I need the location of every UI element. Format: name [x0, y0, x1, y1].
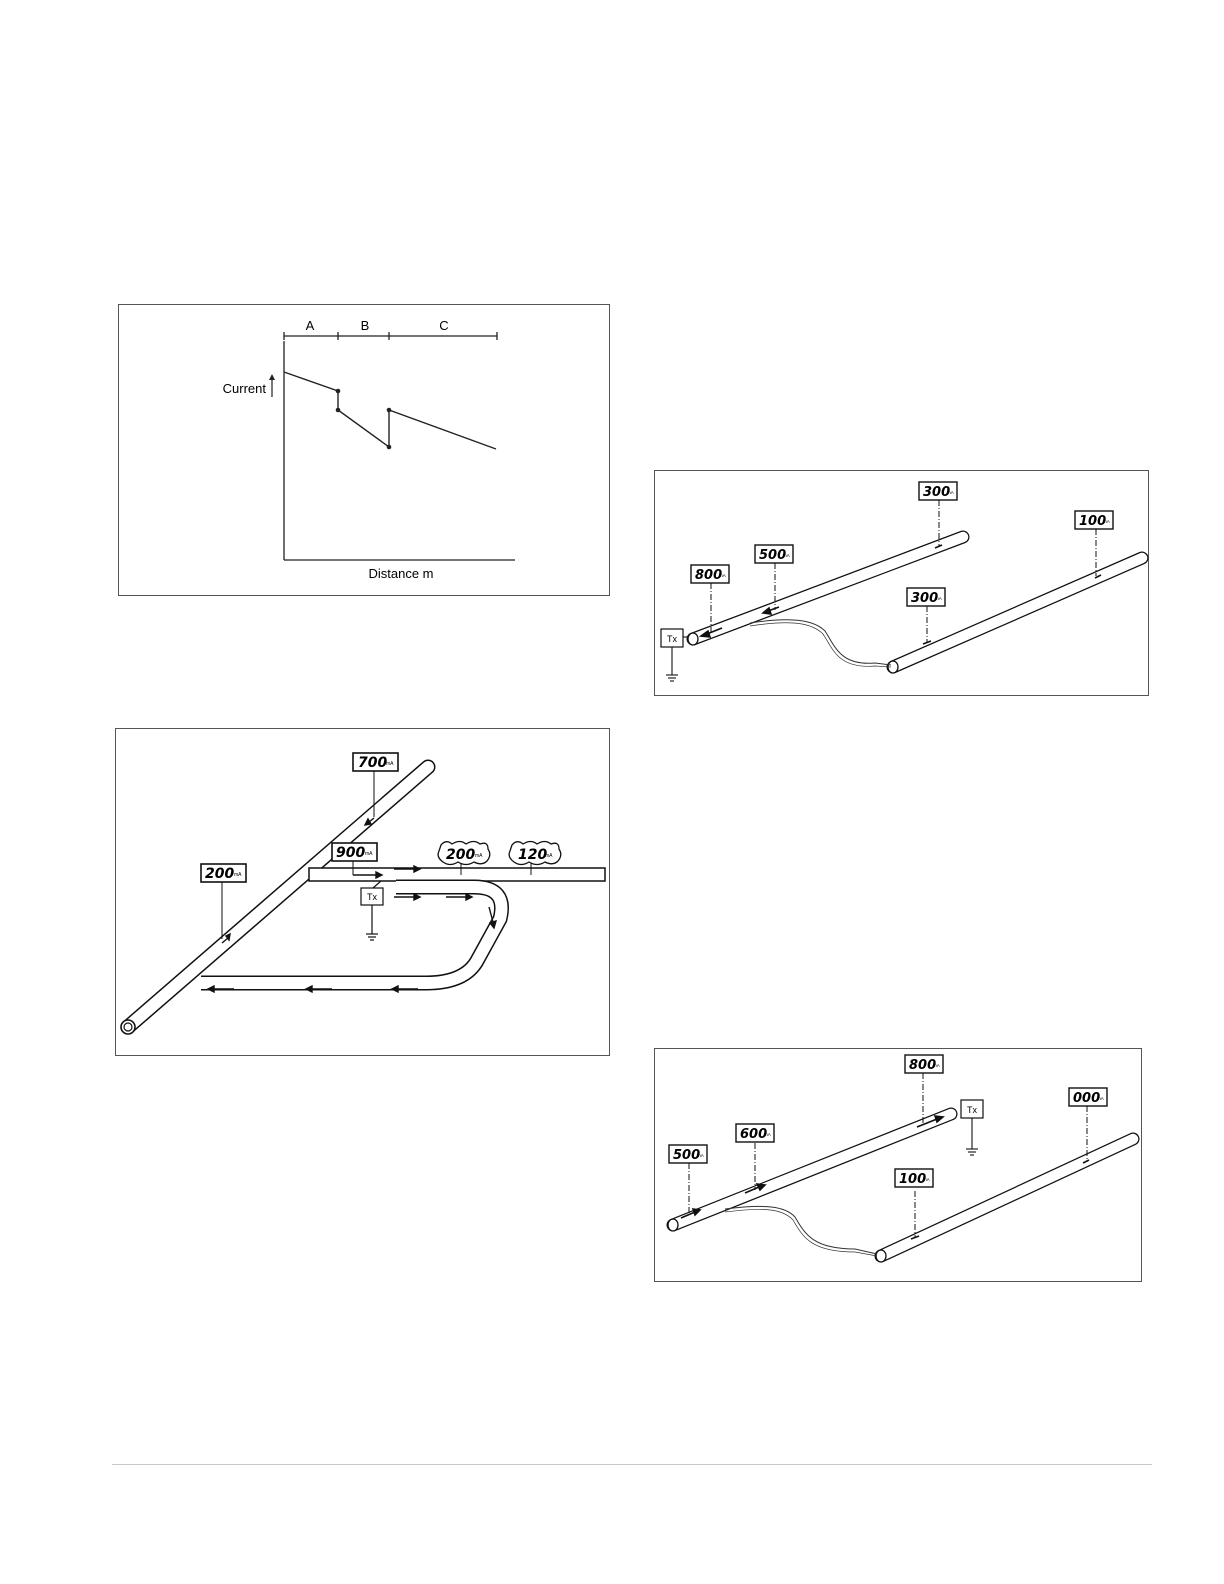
meter-display: 500 mA: [755, 545, 793, 563]
pipe-end: [876, 1250, 886, 1262]
meter-unit: mA: [475, 853, 483, 859]
meter-display: 200 mA: [201, 864, 246, 882]
meter-unit: mA: [234, 872, 242, 878]
meter-unit: mA: [545, 853, 553, 859]
meter-unit: mA: [947, 490, 954, 495]
meter-unit: mA: [719, 573, 726, 578]
meter-value: 200: [446, 847, 475, 863]
footer-rule: [112, 1464, 1152, 1465]
meter-display: 800 mA: [905, 1055, 943, 1073]
meter-display: 900 mA: [332, 843, 377, 861]
current-distance-figure: A B C Current Distance m: [118, 304, 610, 596]
meter-display: 600 mA: [736, 1124, 774, 1142]
meter-value: 900: [336, 845, 365, 861]
meter-display: 300 mA: [907, 588, 945, 606]
meter-value: 120: [518, 847, 547, 863]
branch-pipe-figure: Tx 700 mA 200 mA 900 mA: [115, 728, 610, 1056]
branch-pipe-diagram: Tx 700 mA 200 mA 900 mA: [116, 729, 611, 1057]
meter-unit: mA: [1103, 519, 1110, 524]
x-axis-label: Distance m: [368, 566, 433, 581]
tx-label: Tx: [967, 1105, 977, 1115]
meter-unit: mA: [1097, 1096, 1104, 1101]
meter-display: 500 mA: [669, 1145, 707, 1163]
y-axis-label: Current: [223, 381, 267, 396]
current-distance-graph: A B C Current Distance m: [119, 305, 611, 597]
meter-value: 200: [205, 866, 234, 882]
tx-label: Tx: [667, 634, 677, 644]
meter-unit: mA: [923, 1177, 930, 1182]
meter-unit: mA: [386, 761, 394, 767]
meter-unit: mA: [933, 1063, 940, 1068]
segment-label-c: C: [439, 318, 448, 333]
meter-unit: mA: [365, 851, 373, 857]
meter-display: 100 mA: [895, 1169, 933, 1187]
meter-unit: mA: [935, 596, 942, 601]
meter-display: 700 mA: [353, 753, 398, 771]
meter-value: 700: [358, 755, 387, 771]
meter-display: 100 mA: [1075, 511, 1113, 529]
segment-label-b: B: [361, 318, 370, 333]
meter-display-noisy: 120 mA: [509, 842, 561, 865]
meter-unit: mA: [764, 1132, 771, 1137]
parallel-pipes-figure-tx-right: Tx 800 mA 000 mA 600 mA 500 mA 100: [654, 1048, 1142, 1282]
meter-unit: mA: [697, 1153, 704, 1158]
meter-display-noisy: 200 mA: [438, 842, 490, 865]
tx-label: Tx: [367, 892, 377, 902]
pipe-end: [121, 1020, 135, 1034]
meter-display: 800 mA: [691, 565, 729, 583]
parallel-pipes-diagram-1: Tx 300 mA 100 mA 500 mA 800 mA 300: [655, 471, 1150, 697]
parallel-pipes-figure-tx-left: Tx 300 mA 100 mA 500 mA 800 mA 300: [654, 470, 1149, 696]
pipe-end: [668, 1219, 678, 1231]
meter-unit: mA: [783, 553, 790, 558]
parallel-pipes-diagram-2: Tx 800 mA 000 mA 600 mA 500 mA 100: [655, 1049, 1143, 1283]
segment-label-a: A: [306, 318, 315, 333]
pipe-end: [688, 633, 698, 645]
meter-display: 000 mA: [1069, 1088, 1107, 1106]
meter-display: 300 mA: [919, 482, 957, 500]
